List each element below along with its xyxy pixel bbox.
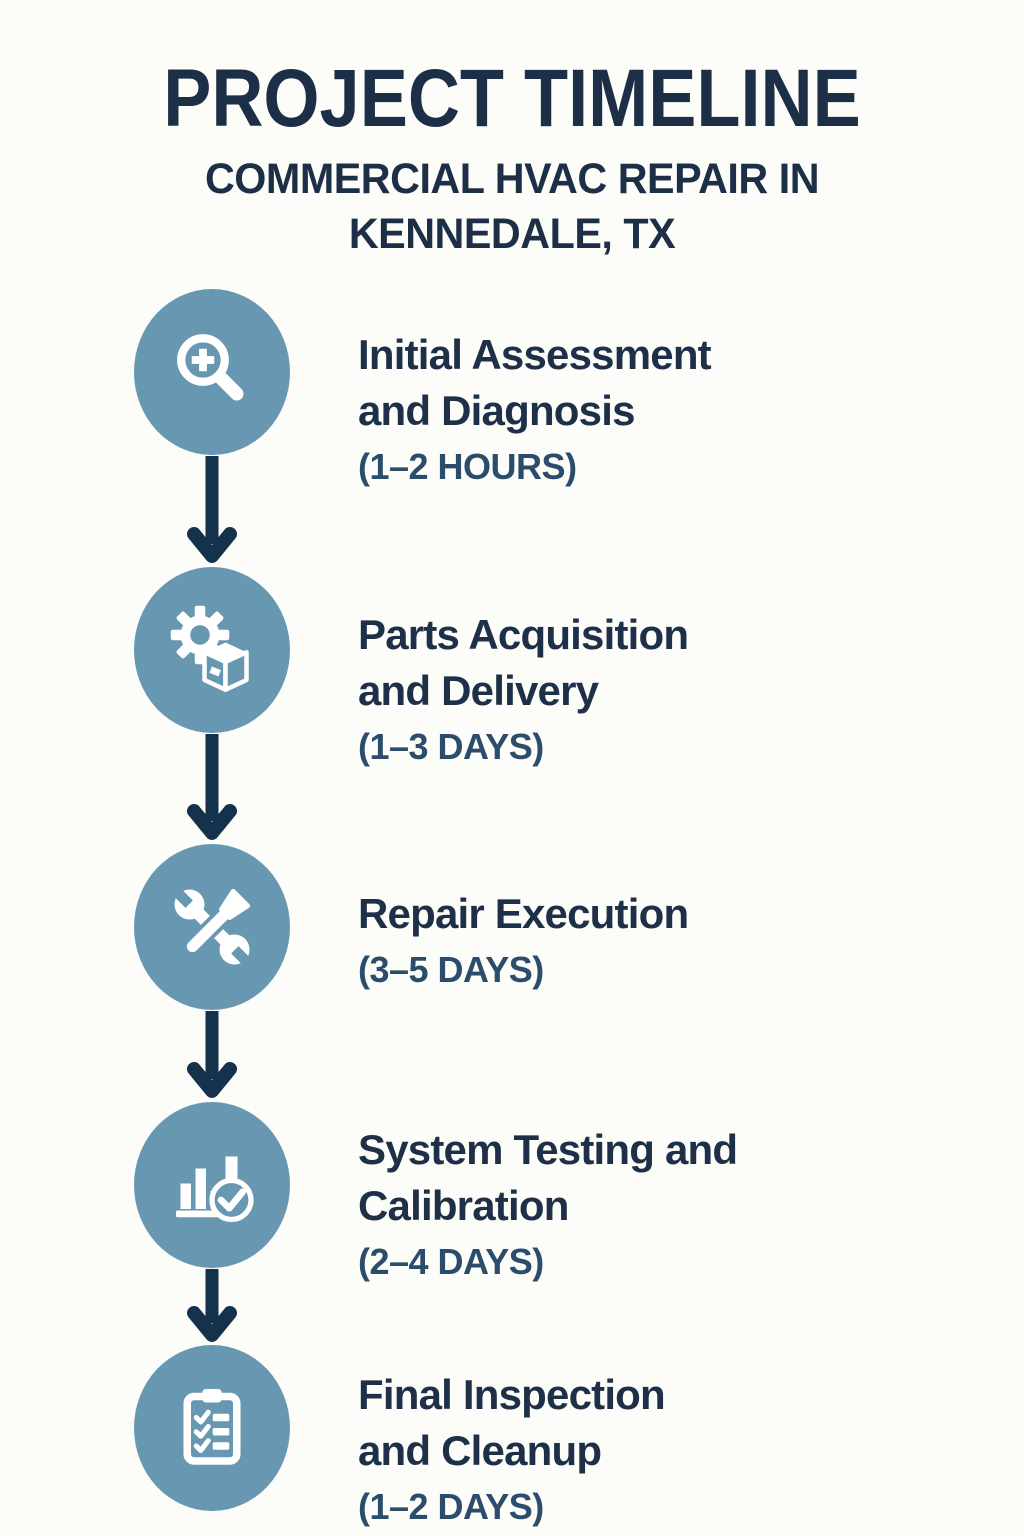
step-title-line: Repair Execution [358,890,689,937]
step-title-line: System Testing and [358,1126,738,1173]
step-duration: (2–4 DAYS) [358,1241,544,1282]
step-title-line: Final Inspection [358,1371,666,1418]
down-arrow-icon [187,1011,237,1098]
page-title: PROJECT TIMELINE [163,53,861,144]
step-2-text: Parts Acquisition and Delivery (1–3 DAYS… [358,567,998,769]
step-title-line: and Delivery [358,667,599,714]
step-title-line: Calibration [358,1182,569,1229]
down-arrow-icon [187,456,237,563]
step-title-line: and Diagnosis [358,387,635,434]
step-duration: (1–2 HOURS) [358,446,577,487]
step-title-line: Parts Acquisition [358,611,689,658]
step-duration: (1–3 DAYS) [358,726,544,767]
clipboard-checklist-icon [183,1389,241,1465]
bar-chart-check-icon [176,1156,254,1223]
wrench-screwdriver-icon [169,884,255,970]
step-duration: (3–5 DAYS) [358,949,544,990]
step-title-line: Initial Assessment [358,331,712,378]
gear-box-icon [170,605,249,692]
page-subtitle: COMMERCIAL HVAC REPAIR IN KENNEDALE, TX [20,152,1003,262]
step-3-circle [134,844,290,1010]
step-1-text: Initial Assessment and Diagnosis (1–2 HO… [358,289,998,489]
page-subtitle-line2: KENNEDALE, TX [348,210,676,258]
step-2-circle [134,567,290,733]
page-subtitle-line1: COMMERCIAL HVAC REPAIR IN [204,155,820,203]
step-1-circle [134,289,290,455]
down-arrow-icon [187,1269,237,1342]
magnifier-plus-icon [177,334,244,401]
step-3-text: Repair Execution (3–5 DAYS) [358,844,998,992]
step-duration: (1–2 DAYS) [358,1486,544,1527]
step-title-line: and Cleanup [358,1427,602,1474]
step-5-circle [134,1345,290,1511]
step-4-text: System Testing and Calibration (2–4 DAYS… [358,1102,998,1284]
step-5-text: Final Inspection and Cleanup (1–2 DAYS) [358,1345,998,1529]
step-4-circle [134,1102,290,1268]
down-arrow-icon [187,734,237,840]
